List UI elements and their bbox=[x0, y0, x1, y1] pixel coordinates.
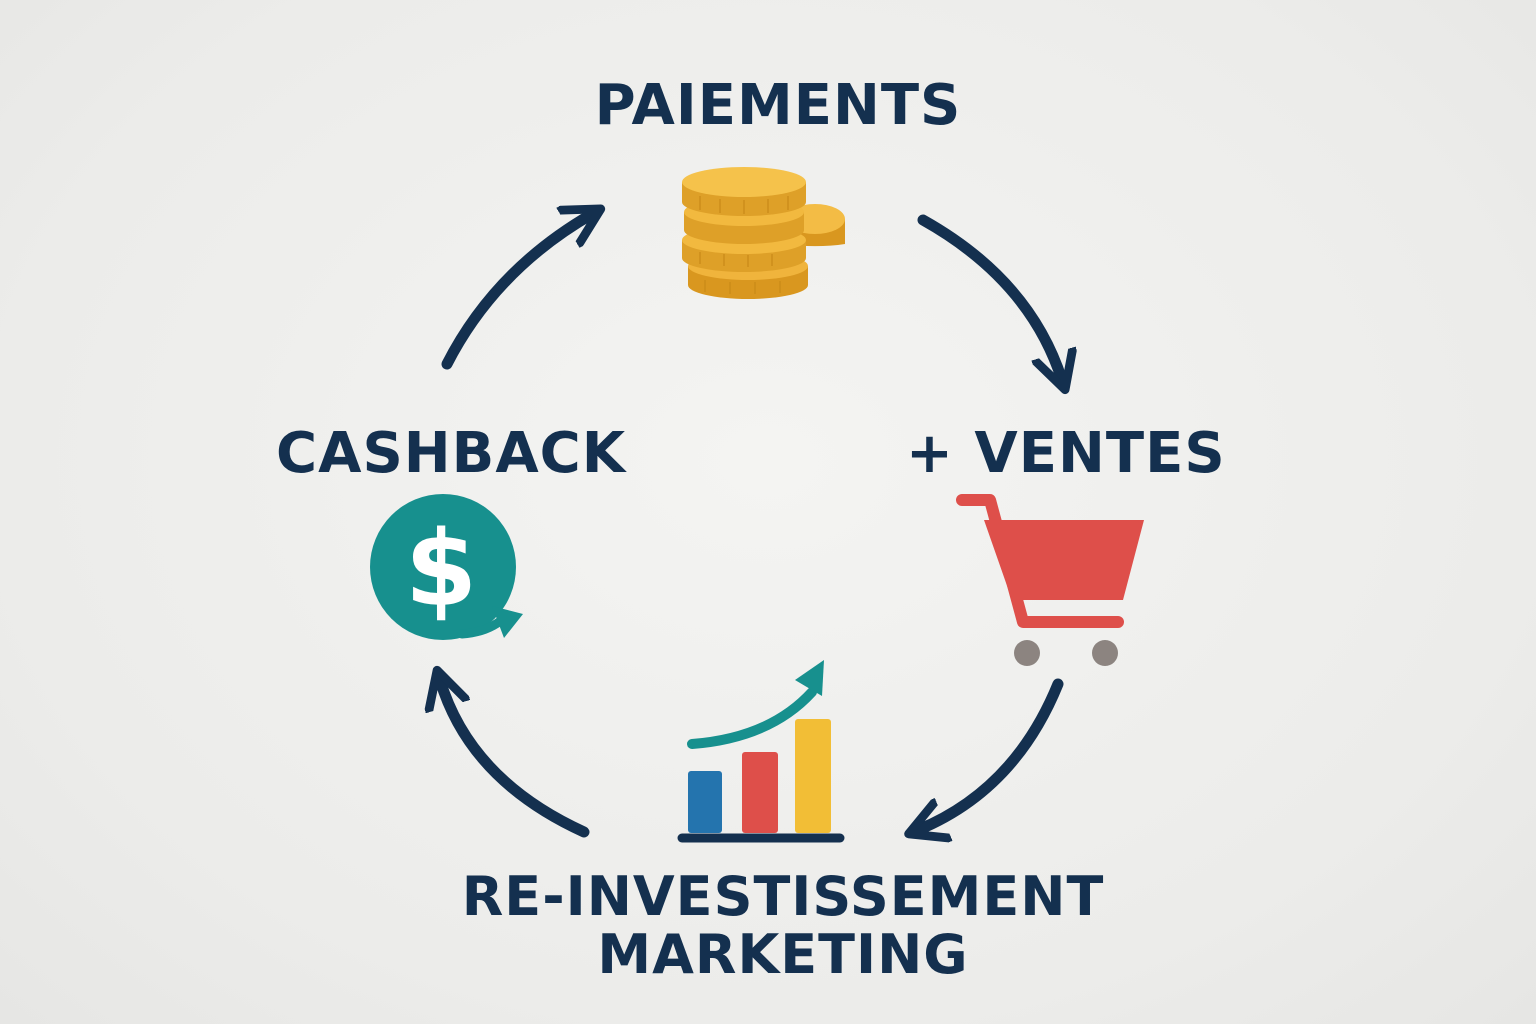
reinvestissement-label-line1: RE-INVESTISSEMENT bbox=[461, 865, 1105, 928]
shopping-cart-icon bbox=[956, 494, 1144, 666]
reinvestissement-label-line2: MARKETING bbox=[597, 923, 969, 987]
coin-stack-icon bbox=[682, 167, 845, 299]
paiements-label: PAIEMENTS bbox=[594, 73, 962, 138]
cashback-label: CASHBACK bbox=[276, 421, 627, 486]
arrow-paiements-to-ventes bbox=[917, 214, 1062, 380]
ventes-label: + VENTES bbox=[906, 421, 1226, 486]
arrow-cashback-to-paiements bbox=[441, 214, 592, 370]
arrow-reinvestissement-to-cashback bbox=[440, 680, 590, 838]
growth-bar-chart-icon bbox=[677, 660, 845, 843]
reinvestissement-label: RE-INVESTISSEMENT MARKETING bbox=[0, 865, 1536, 987]
svg-text:$: $ bbox=[405, 508, 477, 630]
dollar-coin-icon: $ bbox=[370, 494, 523, 640]
arrow-ventes-to-reinvestissement bbox=[918, 678, 1064, 830]
